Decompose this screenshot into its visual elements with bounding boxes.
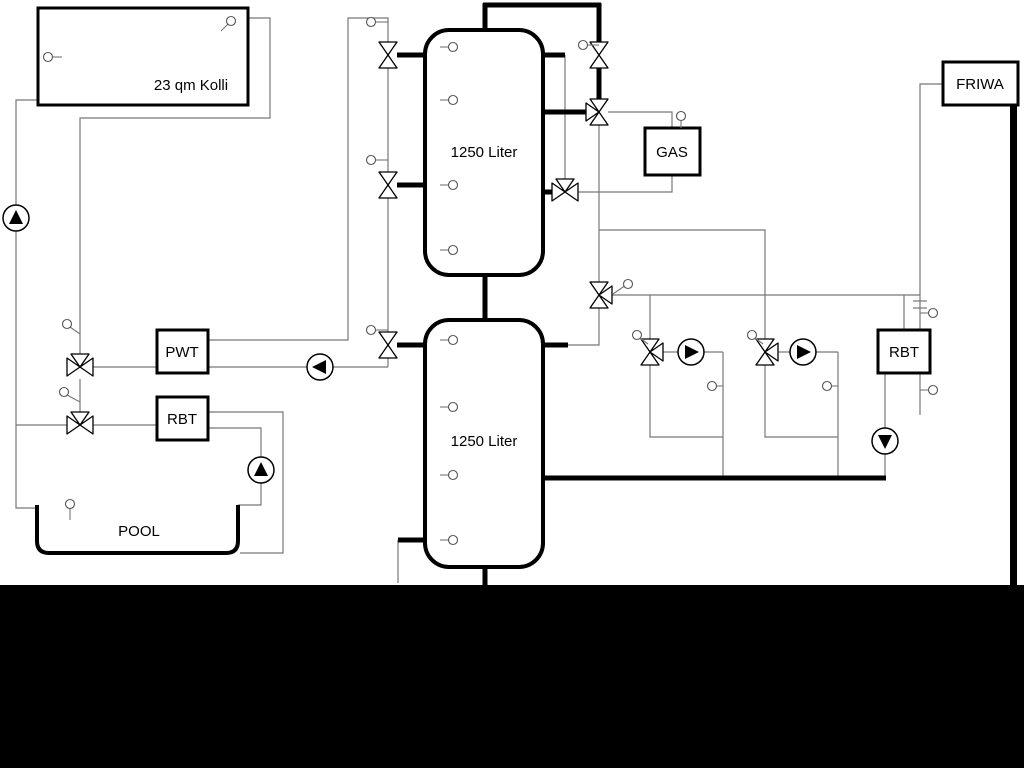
rbt-right-label: RBT: [889, 344, 919, 361]
rbt-left-box: [155, 395, 210, 442]
temperature-sensor-icon: [440, 334, 459, 346]
temperature-sensor-icon: [440, 179, 459, 191]
temperature-sensor-icon: [821, 380, 838, 392]
pool-basin: [35, 505, 240, 555]
dhw-pump-icon: [871, 427, 899, 455]
collector-label: 23 qm Kolli: [154, 77, 228, 94]
temperature-sensor-icon: [61, 318, 81, 335]
temperature-sensor-icon: [631, 329, 649, 345]
solar-pump-icon: [2, 204, 30, 232]
rbt-left-label: RBT: [167, 411, 197, 428]
temperature-sensor-icon: [365, 16, 388, 28]
temperature-sensor-icon: [440, 469, 459, 481]
solar-collector-box: [36, 6, 250, 107]
temperature-sensor-icon: [440, 94, 459, 106]
temperature-sensor-icon: [920, 384, 939, 396]
temperature-sensor-icon: [440, 244, 459, 256]
temperature-sensor-icon: [440, 534, 459, 546]
temperature-sensor-icon: [746, 329, 764, 345]
temperature-sensor-icon: [365, 324, 388, 336]
friwa-station-box: [941, 60, 1020, 107]
tank-top-label: 1250 Liter: [451, 144, 518, 161]
letterbox-bottom: [0, 585, 1024, 768]
sensor-group: [42, 15, 939, 546]
temperature-sensor-icon: [220, 15, 237, 32]
temperature-sensor-icon: [577, 39, 599, 51]
pipes-thick: [397, 2, 1017, 587]
three-way-valve-icon: [755, 338, 779, 366]
friwa-down-pipe: [1010, 105, 1017, 587]
three-way-valve-icon: [585, 98, 609, 126]
temperature-sensor-icon: [440, 41, 459, 53]
pwt-heat-exchanger-box: [155, 328, 210, 375]
heating-pump-1-icon: [677, 338, 705, 366]
temperature-sensor-icon: [58, 386, 81, 403]
buffer-tank-top: [423, 28, 545, 277]
valve-icon: [378, 331, 398, 359]
temperature-sensor-icon: [365, 154, 388, 166]
three-way-valve-icon: [640, 338, 664, 366]
friwa-label: FRIWA: [956, 76, 1004, 93]
heating-pump-2-icon: [789, 338, 817, 366]
rbt-right-box: [876, 328, 932, 375]
temperature-sensor-icon: [675, 110, 687, 128]
valve-icon: [378, 41, 398, 69]
temperature-sensor-icon: [64, 498, 76, 520]
three-way-valve-icon: [66, 411, 94, 435]
pipes-thin: [15, 17, 943, 583]
valve-icon: [378, 171, 398, 199]
gas-label: GAS: [656, 144, 688, 161]
temperature-sensor-icon: [920, 307, 939, 319]
temperature-sensor-icon: [706, 380, 723, 392]
buffer-tank-bottom: [423, 318, 545, 569]
charge-pump-icon: [306, 353, 334, 381]
valve-icon: [589, 41, 609, 69]
gas-boiler-box: [643, 126, 702, 177]
three-way-valve-icon: [589, 281, 613, 309]
temperature-sensor-icon: [440, 401, 459, 413]
tank-bottom-label: 1250 Liter: [451, 433, 518, 450]
pwt-label: PWT: [165, 344, 198, 361]
pool-pump-icon: [247, 456, 275, 484]
pool-label: POOL: [118, 523, 160, 540]
temperature-sensor-icon: [612, 278, 634, 295]
three-way-valve-icon: [551, 178, 579, 202]
temperature-sensor-icon: [42, 51, 62, 63]
three-way-valve-icon: [66, 353, 94, 377]
valve-group: [66, 41, 779, 435]
